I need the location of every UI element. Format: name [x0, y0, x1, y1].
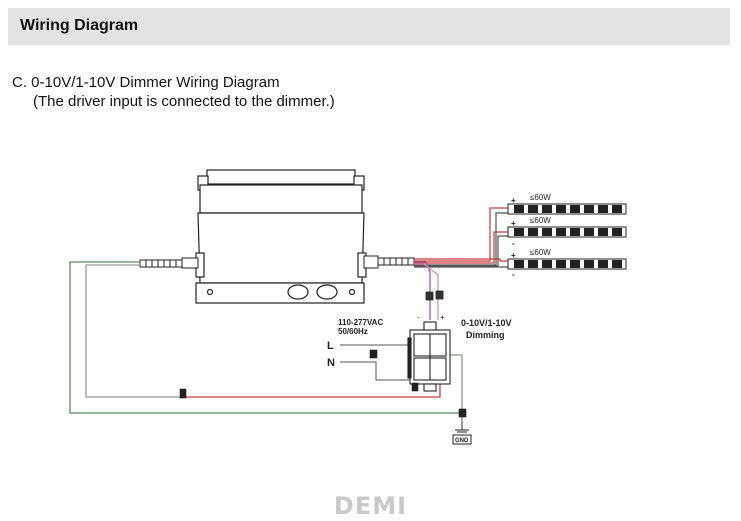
dimmer-minus-mark: - [417, 313, 420, 322]
input-voltage-label: 110-277VAC [338, 318, 383, 327]
dimmer-bottom-terminal [423, 383, 437, 392]
led-strips: ≤60W ≤60W [507, 193, 627, 279]
strip-2-minus: - [512, 239, 515, 248]
section-note: (The driver input is connected to the di… [33, 93, 335, 110]
driver-upper-body [199, 184, 363, 214]
dimmer-line-connector [411, 382, 419, 392]
ground-wire-nut [458, 408, 467, 418]
led-driver [195, 169, 367, 304]
jbox-screw-1 [206, 288, 214, 296]
watermark: DEMI [333, 492, 408, 520]
dimming-title-line1: 0-10V/1-10V [461, 318, 512, 328]
led-strip-2: ≤60W [507, 216, 627, 238]
dimming-wire-connectors [425, 290, 444, 301]
ground-label: GND [455, 438, 469, 444]
strip-1-plus: + [511, 196, 516, 205]
line-wire-red [186, 383, 441, 398]
dimming-title-line2: Dimming [466, 330, 505, 340]
neutral-wire-nut [369, 349, 378, 359]
dimmer-plus-mark: + [440, 313, 445, 322]
input-frequency-label: 50/60Hz [338, 327, 368, 336]
line-neutral-connectors [179, 349, 467, 418]
knockout-2 [316, 284, 338, 300]
driver-body [197, 212, 365, 284]
neutral-wire-gray [85, 264, 183, 398]
strip-3-wattage: ≤60W [530, 248, 551, 257]
strip-1-wattage: ≤60W [530, 193, 551, 202]
neutral-label: N [327, 357, 335, 369]
dimmer-switch [407, 321, 451, 392]
input-cable-gland [139, 257, 199, 269]
line-wire-nut [179, 388, 187, 399]
output-wires [414, 207, 508, 320]
dimmer-ground-wire [450, 354, 463, 412]
page-title: Wiring Diagram [20, 17, 139, 34]
strip-3-plus: + [511, 251, 516, 260]
strip-2-wattage: ≤60W [530, 216, 551, 225]
strip-3-minus: - [512, 270, 515, 279]
ground-symbol [452, 422, 472, 445]
jbox-screw-2 [348, 288, 356, 296]
knockout-1 [287, 284, 309, 300]
led-strip-3: ≤60W [507, 248, 627, 270]
line-label: L [327, 340, 334, 352]
led-strip-1: ≤60W [507, 193, 627, 215]
dimmer-top-terminal [423, 321, 437, 331]
section-title: C. 0-10V/1-10V Dimmer Wiring Diagram [12, 74, 280, 91]
driver-top-tab [206, 169, 356, 185]
n-input-wire [340, 361, 410, 381]
junction-box [195, 282, 365, 304]
header-bar: Wiring Diagram [8, 8, 730, 45]
strip-2-plus: + [511, 219, 516, 228]
output-cable-gland [363, 255, 415, 269]
